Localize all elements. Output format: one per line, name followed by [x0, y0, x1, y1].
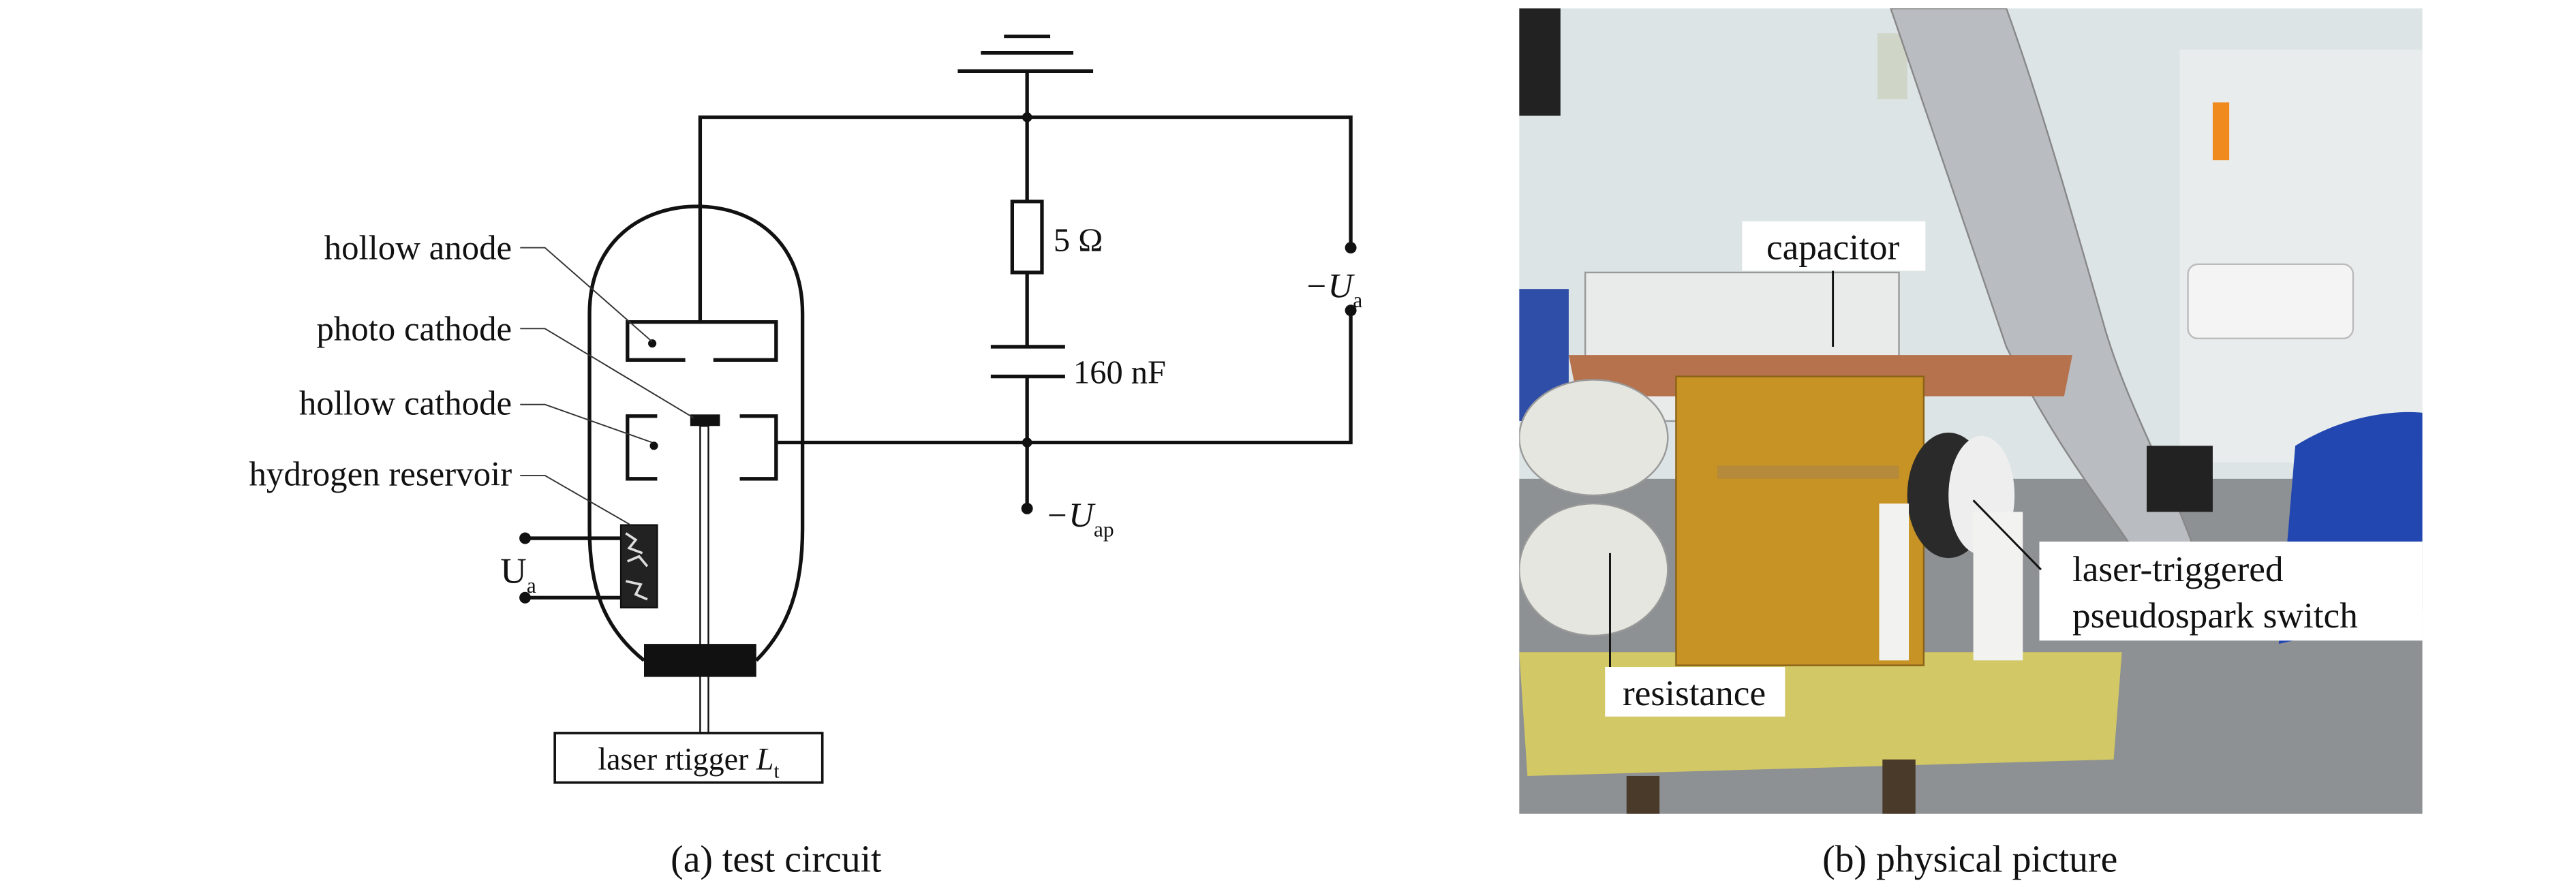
switch-pointer	[1972, 499, 2042, 571]
label-capacitor: capacitor	[1766, 228, 1900, 268]
tube-envelope	[587, 204, 805, 662]
laser-trigger-box	[553, 732, 824, 784]
leader-lines	[520, 247, 694, 526]
physical-picture: capacitor resistance laser-triggered pse…	[1519, 8, 2423, 881]
photo-cathode	[690, 414, 720, 426]
optical-fiber	[699, 425, 709, 734]
capacitor	[990, 345, 1065, 379]
caption-a: (a) test circuit	[671, 839, 882, 881]
ground-symbol	[957, 34, 1094, 73]
label-hollow-cathode: hollow cathode	[299, 384, 512, 422]
capacitor-value: 160 nF	[1073, 354, 1166, 390]
uap-terminal	[1021, 502, 1033, 514]
label-resistance: resistance	[1623, 673, 1766, 713]
ua-terminal-top	[1345, 242, 1357, 254]
ua-left-terminal-top	[519, 532, 532, 544]
tube-base	[644, 644, 756, 677]
hydrogen-reservoir	[619, 524, 658, 609]
resistor	[1010, 200, 1044, 275]
ua-left-label: Ua	[500, 550, 536, 597]
test-circuit: 5 Ω 160 nF −Ua −Uap Ua la	[249, 34, 1362, 881]
resistor-value: 5 Ω	[1054, 222, 1103, 258]
label-switch-line2: pseudospark switch	[2072, 595, 2358, 636]
hollow-anode	[626, 320, 778, 362]
ua-terminal-bottom	[1345, 305, 1357, 317]
hollow-cathode	[626, 414, 778, 481]
label-hydrogen-reservoir: hydrogen reservoir	[249, 455, 512, 493]
photo	[1519, 8, 2423, 814]
ua-left-terminal-bottom	[519, 591, 532, 604]
laser-trigger-label: laser rtigger Lt	[598, 741, 779, 782]
resistance-label-box	[1605, 667, 1785, 717]
capacitor-label-box	[1742, 221, 1926, 271]
uap-label: −Uap	[1045, 497, 1114, 542]
label-photo-cathode: photo cathode	[316, 310, 512, 348]
ua-right-label: −Ua	[1304, 267, 1362, 312]
caption-b: (b) physical picture	[1822, 839, 2117, 881]
label-switch-line1: laser-triggered	[2072, 549, 2284, 589]
label-hollow-anode: hollow anode	[324, 230, 512, 268]
switch-label-box	[2039, 541, 2423, 641]
nodes	[1021, 112, 1357, 514]
